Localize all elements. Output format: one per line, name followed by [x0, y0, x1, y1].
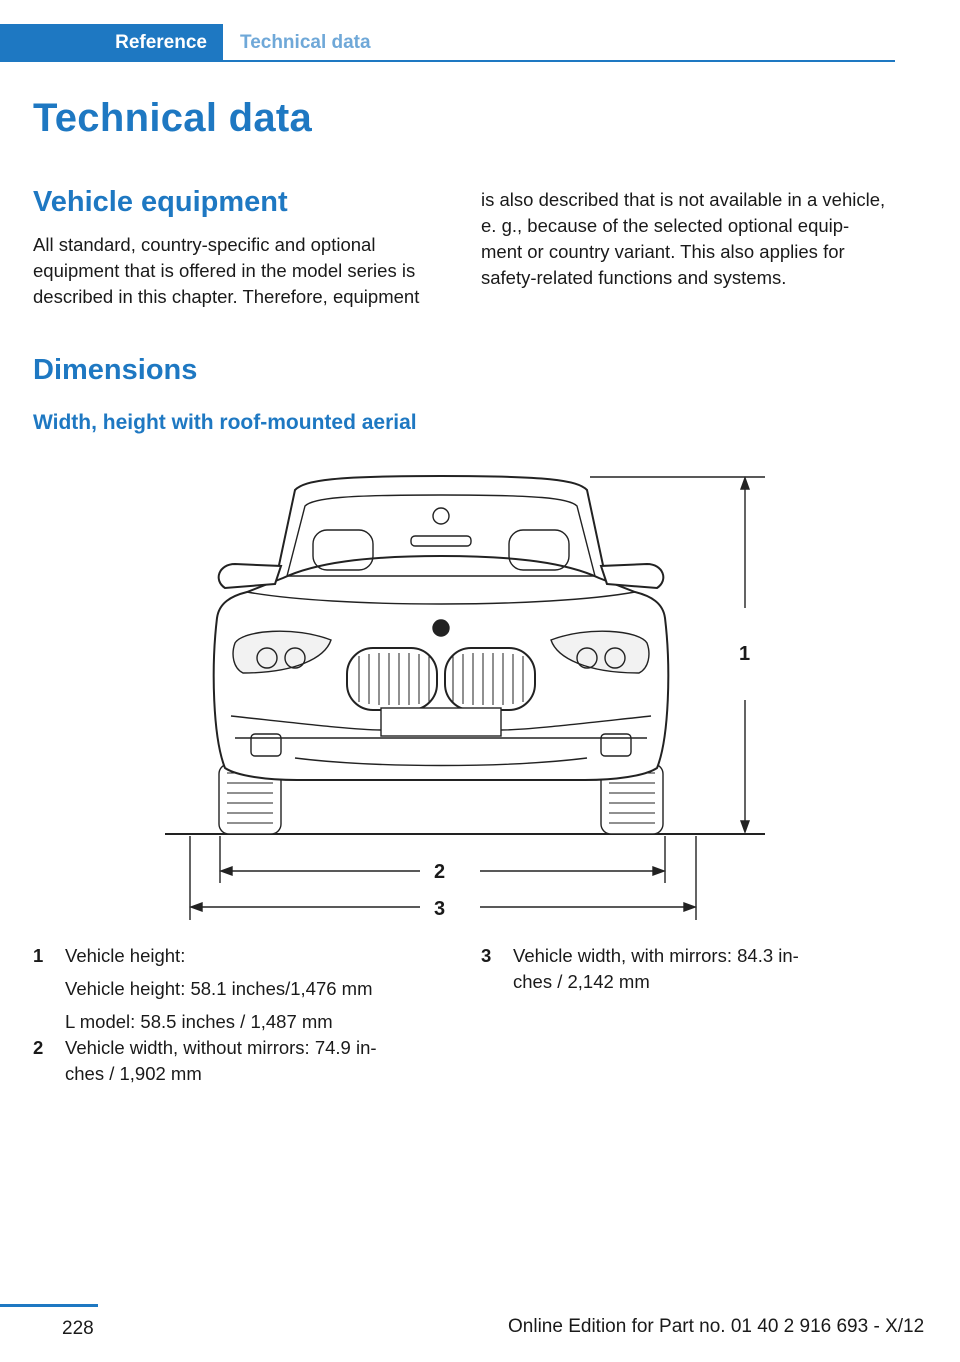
callout-3: 3 [434, 898, 445, 920]
paragraph-line: described in this chapter. Therefore, eq… [33, 286, 420, 307]
legend-line: ches / 2,142 mm [513, 971, 650, 992]
legend-number: 3 [481, 945, 492, 966]
page-title: Technical data [33, 96, 313, 140]
paragraph-line: equipment that is offered in the model s… [33, 260, 416, 281]
dimensions-subheading: Width, height with roof-mounted aerial [33, 411, 417, 434]
dimensions-heading: Dimensions [33, 354, 198, 386]
legend-line: Vehicle width, with mirrors: 84.3 in- [513, 945, 799, 966]
paragraph-line: safety-related functions and systems. [481, 267, 787, 288]
paragraph-line: ment or country variant. This also appli… [481, 241, 845, 262]
edition-note: Online Edition for Part no. 01 40 2 916 … [508, 1316, 925, 1337]
paragraph-line: All standard, country-specific and optio… [33, 234, 376, 255]
legend-line: Vehicle height: [65, 945, 186, 966]
legend-number: 1 [33, 945, 44, 966]
equipment-paragraph-col1: All standard, country-specific and optio… [33, 232, 453, 310]
tab-reference[interactable]: Reference [0, 24, 223, 62]
paragraph-line: is also described that is not available … [481, 189, 886, 210]
callout-1: 1 [739, 643, 750, 665]
legend-line: Vehicle height: 58.1 inches/1,476 mm [65, 978, 373, 999]
page-number: 228 [62, 1318, 94, 1339]
header-divider [223, 60, 895, 62]
legend-line: L model: 58.5 inches / 1,487 mm [65, 1011, 333, 1032]
vehicle-dimensions-diagram: 1 2 3 [165, 474, 765, 920]
legend-number: 2 [33, 1037, 44, 1058]
vehicle-equipment-heading: Vehicle equipment [33, 186, 288, 218]
tab-technical-data[interactable]: Technical data [240, 32, 371, 53]
callout-2: 2 [434, 861, 445, 883]
footer-divider [0, 1304, 98, 1307]
paragraph-line: e. g., because of the selected optional … [481, 215, 850, 236]
legend-line: ches / 1,902 mm [65, 1063, 202, 1084]
legend-line: Vehicle width, without mirrors: 74.9 in- [65, 1037, 377, 1058]
equipment-paragraph-col2: is also described that is not available … [481, 187, 901, 291]
